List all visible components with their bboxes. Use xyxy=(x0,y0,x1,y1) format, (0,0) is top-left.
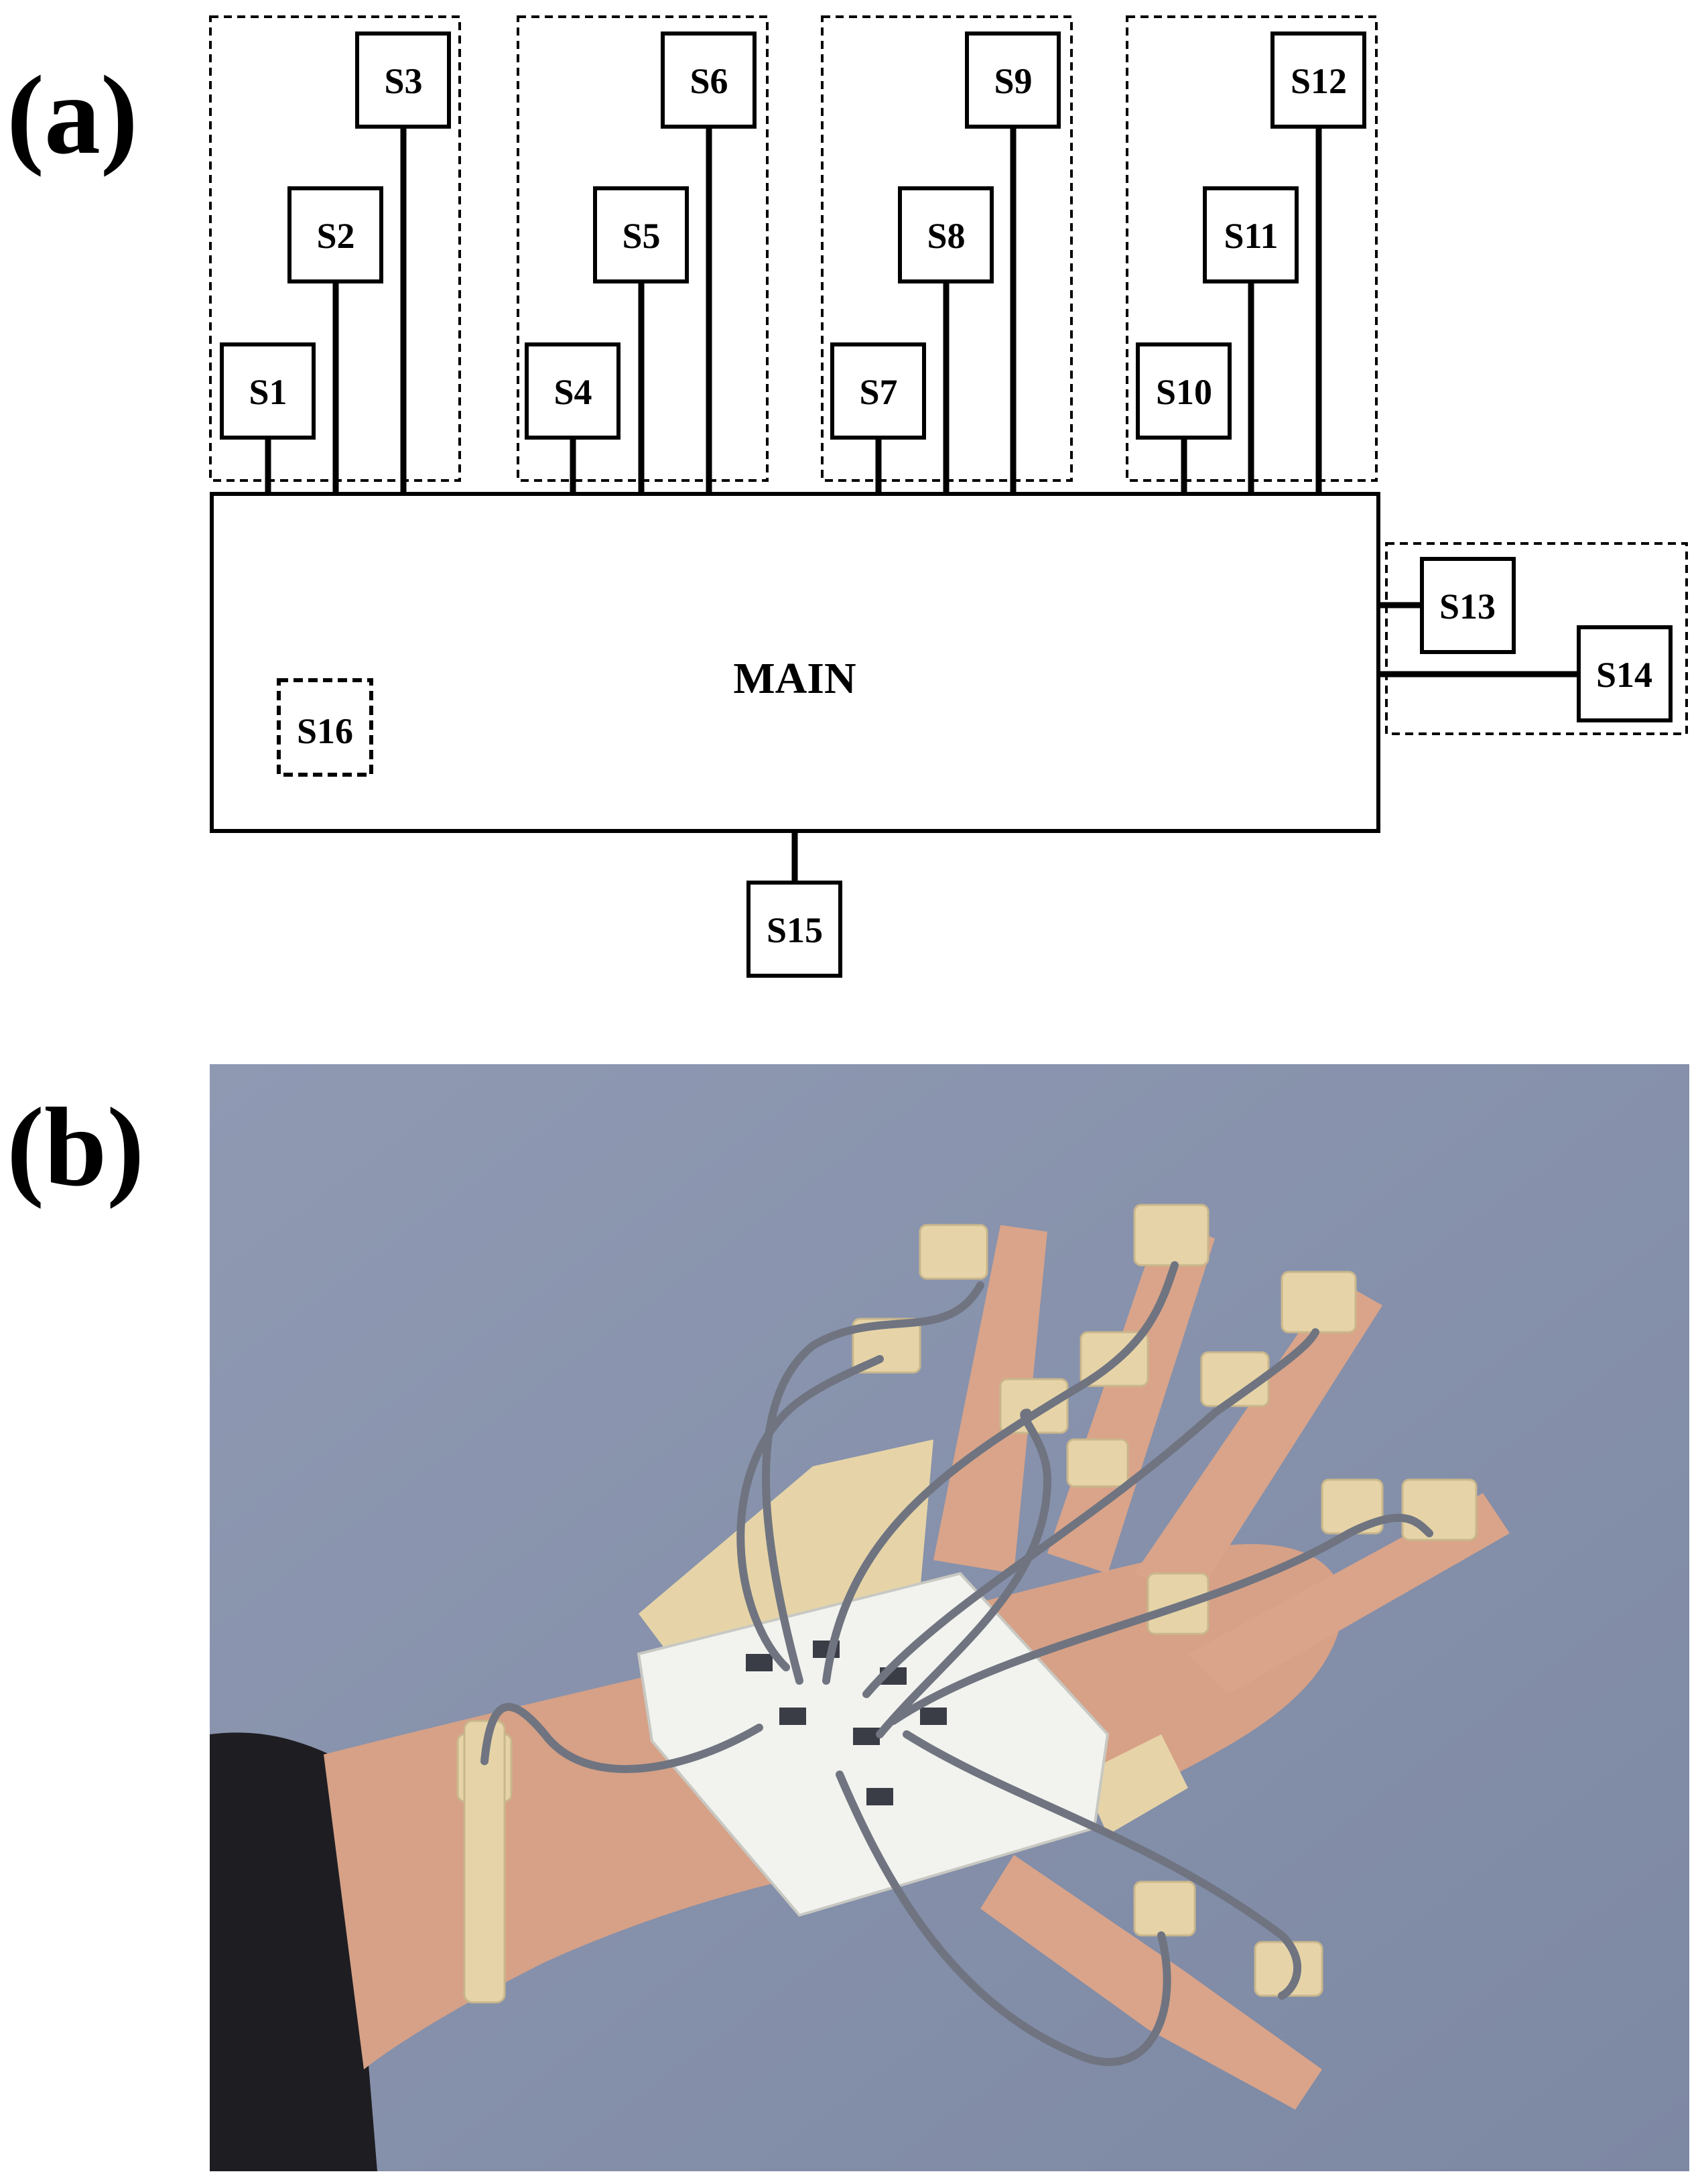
sensor-s10-label: S10 xyxy=(1156,372,1212,412)
sensor-s16-label: S16 xyxy=(297,711,353,751)
finger-index xyxy=(933,1225,1047,1573)
sensor-s14-label: S14 xyxy=(1596,655,1652,695)
sensor-s3-label: S3 xyxy=(384,61,422,101)
sensor-s1-label: S1 xyxy=(249,372,287,412)
wrist-strap xyxy=(463,1720,506,2004)
sensor-tape-3 xyxy=(1281,1271,1357,1334)
panel-a-label: (a) xyxy=(7,53,138,178)
sensor-tape-10 xyxy=(852,1318,921,1374)
sensor-s5-label: S5 xyxy=(622,216,660,256)
sensor-tape-1 xyxy=(919,1224,988,1280)
cable-6 xyxy=(480,1703,763,1773)
sensor-s4-label: S4 xyxy=(553,372,592,412)
main-unit-box xyxy=(210,492,1380,833)
cable-5 xyxy=(903,1730,1302,2000)
sensor-s6-label: S6 xyxy=(690,61,728,101)
sensor-tape-8 xyxy=(999,1378,1069,1434)
sensor-s8-label: S8 xyxy=(927,216,965,256)
finger-ring xyxy=(1134,1279,1382,1600)
sensor-s7-label: S7 xyxy=(859,372,897,412)
sensor-s12-label: S12 xyxy=(1291,61,1347,101)
glove-photo xyxy=(210,1064,1689,2171)
cable-4 xyxy=(889,1514,1433,1725)
thumb-tape xyxy=(1081,1734,1188,1835)
main-unit-label: MAIN xyxy=(733,654,856,703)
sensor-s9-label: S9 xyxy=(994,61,1032,101)
sensor-s11-label: S11 xyxy=(1224,216,1278,256)
sensor-layout-diagram: MAIN S16 S1 S2 S3 S4 S5 S6 S7 S8 S9 S10 … xyxy=(209,15,1688,978)
sensor-tape-9 xyxy=(1066,1438,1129,1488)
sensor-tape-13 xyxy=(1133,1880,1196,1937)
finger-little xyxy=(1188,1493,1510,1694)
cable-8 xyxy=(876,1409,1052,1738)
sensor-tape-2 xyxy=(1133,1204,1210,1267)
sensor-s13-label: S13 xyxy=(1439,586,1496,627)
cable-3 xyxy=(862,1328,1319,1698)
panel-b-label: (b) xyxy=(7,1085,145,1210)
sensor-s15-label: S15 xyxy=(767,910,823,950)
hand-illustration xyxy=(210,1064,1689,2171)
thumb xyxy=(980,1855,1322,2110)
sensor-tape-4 xyxy=(1401,1478,1478,1541)
cable-2 xyxy=(822,1261,1179,1685)
cable-7 xyxy=(836,1771,1171,2066)
cable-1 xyxy=(762,1281,984,1685)
sensor-s16-box xyxy=(277,678,373,777)
cable-9 xyxy=(736,1355,884,1671)
thumb-group-box xyxy=(1385,542,1688,735)
sensor-s2-label: S2 xyxy=(316,216,354,256)
